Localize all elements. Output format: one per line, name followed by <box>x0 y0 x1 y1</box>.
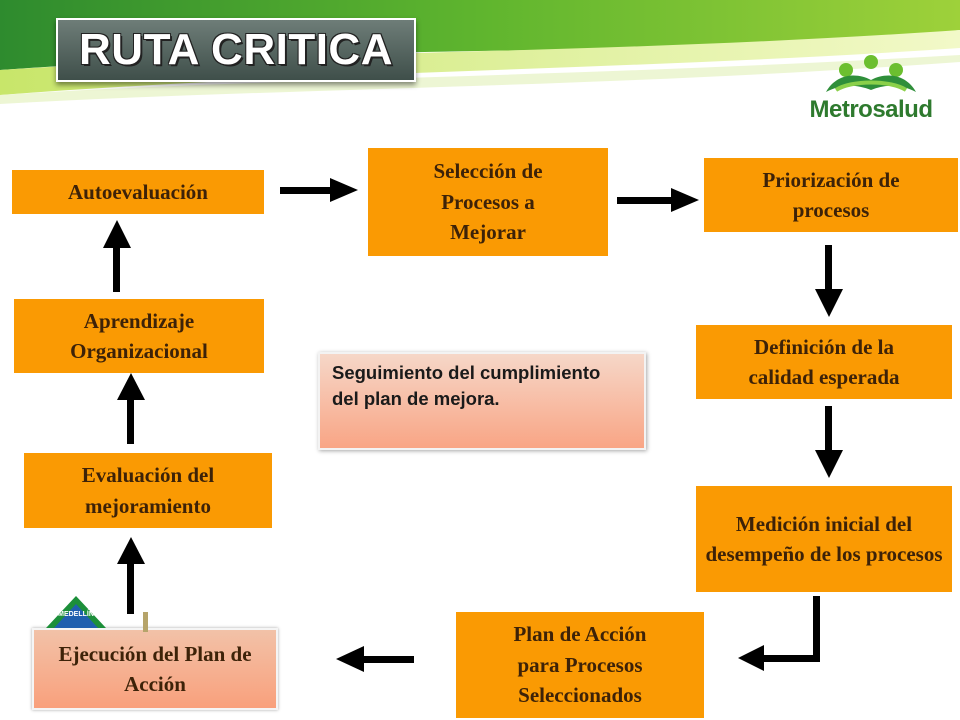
arrow-up-icon <box>117 373 145 444</box>
medellin-logo-text: MEDELLÍN <box>58 611 94 618</box>
step-priorizacion: Priorización de procesos <box>704 158 958 232</box>
arrow-down-icon <box>815 406 843 478</box>
arrow-up-icon <box>103 220 131 292</box>
step-label: Plan de Acción para Procesos Seleccionad… <box>513 622 647 708</box>
step-label: Selección de Procesos a Mejorar <box>433 159 543 245</box>
step-aprendizaje: Aprendizaje Organizacional <box>14 299 264 373</box>
title-banner: RUTA CRITICA <box>56 18 416 82</box>
arrow-elbow-left-icon <box>738 596 820 671</box>
step-label: Aprendizaje Organizacional <box>70 308 208 363</box>
arrow-down-icon <box>815 245 843 317</box>
arrow-up-icon <box>117 537 145 614</box>
metrosalud-logo-icon <box>826 55 916 92</box>
step-label: Definición de la calidad esperada <box>748 334 900 389</box>
step-definicion-calidad: Definición de la calidad esperada <box>696 325 952 399</box>
step-label: Autoevaluación <box>67 179 208 204</box>
step-ejecucion-plan: Ejecución del Plan de Acción <box>32 628 278 710</box>
arrow-right-icon <box>617 188 699 212</box>
step-evaluacion-mejoramiento: Evaluación del mejoramiento <box>24 453 272 528</box>
step-label: Medición inicial del desempeño de los pr… <box>705 511 943 566</box>
seguimiento-note: Seguimiento del cumplimiento del plan de… <box>318 352 646 450</box>
step-seleccion-procesos: Selección de Procesos a Mejorar <box>368 148 608 256</box>
arrow-right-icon <box>280 178 358 202</box>
step-medicion-inicial: Medición inicial del desempeño de los pr… <box>696 486 952 592</box>
page-title: RUTA CRITICA <box>79 25 393 74</box>
arrow-left-icon <box>336 646 414 672</box>
step-label: Priorización de procesos <box>762 167 900 222</box>
step-autoevaluacion: Autoevaluación <box>12 170 264 214</box>
metrosalud-logo: Metrosalud <box>796 52 946 132</box>
metrosalud-logo-text: Metrosalud <box>809 96 933 123</box>
step-plan-accion: Plan de Acción para Procesos Seleccionad… <box>456 612 704 718</box>
step-label: Ejecución del Plan de Acción <box>58 641 252 696</box>
step-label: Evaluación del mejoramiento <box>81 463 215 518</box>
